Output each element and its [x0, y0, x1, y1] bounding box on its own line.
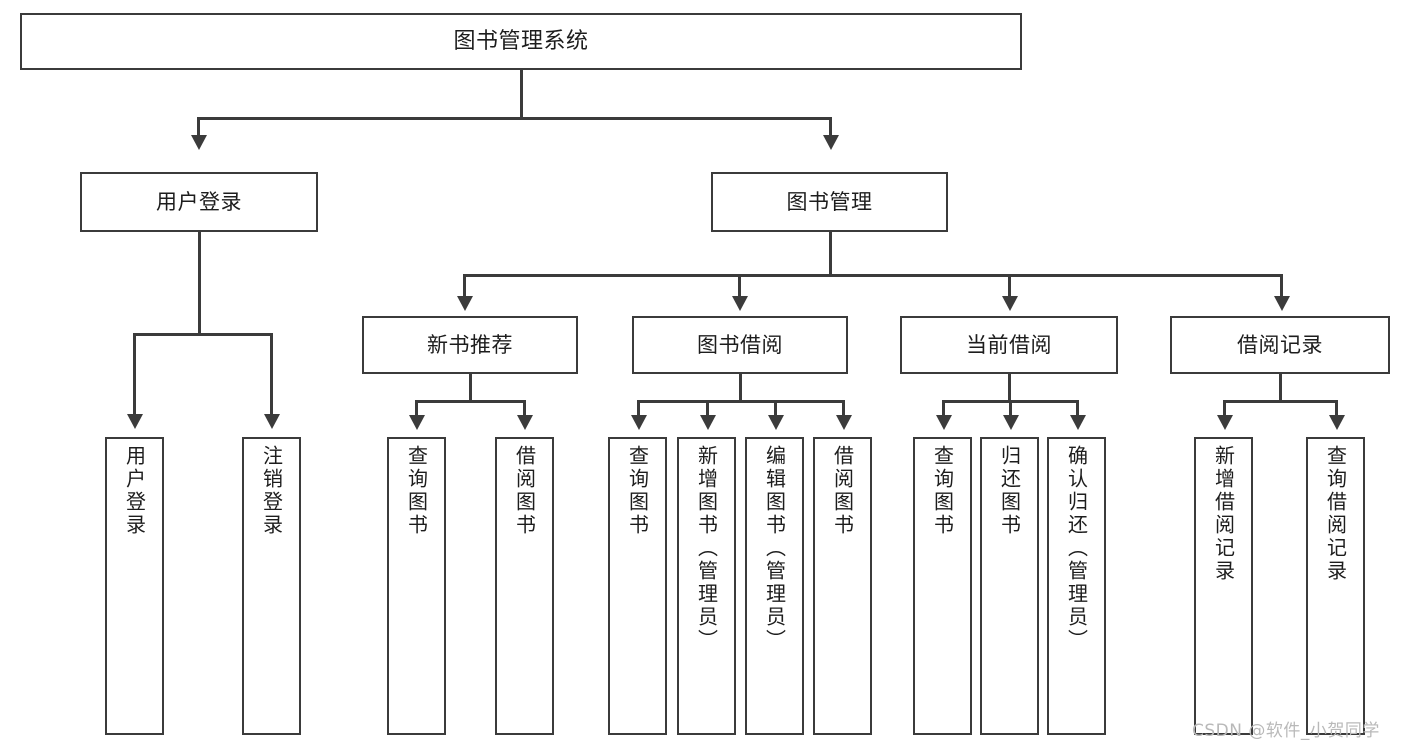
leaf-label: 编辑图书（管理员）	[762, 445, 787, 652]
edge-current-borrow-drop-2	[1009, 400, 1012, 420]
edge-level2-drop-book-management	[829, 117, 832, 141]
edge-borrow-record-stem	[1279, 374, 1282, 402]
node-current-borrow[interactable]: 当前借阅	[900, 316, 1118, 374]
leaf-book-borrow-edit-book[interactable]: 编辑图书（管理员）	[745, 437, 804, 735]
arrow-to-borrow-record	[1274, 296, 1290, 311]
node-user-login[interactable]: 用户登录	[80, 172, 318, 232]
edge-new-book-bus	[415, 400, 525, 403]
leaf-label: 用户登录	[122, 445, 147, 537]
node-label: 图书借阅	[697, 332, 783, 357]
leaf-current-borrow-confirm-return[interactable]: 确认归还（管理员）	[1047, 437, 1106, 735]
edge-level3-drop-new-book	[463, 274, 466, 301]
leaf-user-login[interactable]: 用户登录	[105, 437, 164, 735]
leaf-label: 查询借阅记录	[1323, 445, 1348, 583]
edge-borrow-record-drop-1	[1223, 400, 1226, 420]
node-label: 图书管理	[786, 189, 873, 214]
leaf-label: 新增图书（管理员）	[694, 445, 719, 652]
arrow-to-leaf-query-borrow-record	[1329, 415, 1345, 430]
leaf-borrow-record-add[interactable]: 新增借阅记录	[1194, 437, 1253, 735]
node-root-book-management-system[interactable]: 图书管理系统	[20, 13, 1022, 70]
arrow-to-leaf-user-login	[127, 414, 143, 429]
arrow-to-leaf-edit-book	[768, 415, 784, 430]
edge-current-borrow-stem	[1008, 374, 1011, 402]
leaf-book-borrow-add-book[interactable]: 新增图书（管理员）	[677, 437, 736, 735]
arrow-to-leaf-query-book-current	[936, 415, 952, 430]
node-borrow-record[interactable]: 借阅记录	[1170, 316, 1390, 374]
arrow-to-leaf-confirm-return	[1070, 415, 1086, 430]
edge-level2-drop-user-login	[197, 117, 200, 141]
edge-level3-drop-book-borrow	[738, 274, 741, 301]
leaf-label: 借阅图书	[830, 445, 855, 537]
edge-user-login-drop-1	[133, 333, 136, 419]
edge-root-stem	[520, 70, 523, 118]
node-label: 借阅记录	[1237, 332, 1323, 357]
edge-borrow-record-bus	[1223, 400, 1337, 403]
edge-current-borrow-drop-3	[1076, 400, 1079, 420]
leaf-label: 归还图书	[997, 445, 1022, 537]
arrow-to-leaf-logout	[264, 414, 280, 429]
leaf-label: 查询图书	[930, 445, 955, 537]
edge-borrow-record-drop-2	[1335, 400, 1338, 420]
leaf-label: 查询图书	[404, 445, 429, 537]
leaf-logout[interactable]: 注销登录	[242, 437, 301, 735]
leaf-label: 查询图书	[625, 445, 650, 537]
edge-user-login-stem	[198, 232, 201, 335]
arrow-to-book-management	[823, 135, 839, 150]
edge-user-login-bus	[133, 333, 272, 336]
edge-book-borrow-drop-4	[842, 400, 845, 420]
edge-book-borrow-drop-1	[637, 400, 640, 420]
leaf-current-borrow-return-book[interactable]: 归还图书	[980, 437, 1039, 735]
leaf-book-borrow-borrow-book[interactable]: 借阅图书	[813, 437, 872, 735]
edge-new-book-stem	[469, 374, 472, 402]
leaf-label: 确认归还（管理员）	[1064, 445, 1089, 652]
edge-level3-drop-borrow-record	[1280, 274, 1283, 301]
edge-level2-bus	[197, 117, 831, 120]
arrow-to-leaf-query-book-new	[409, 415, 425, 430]
leaf-label: 新增借阅记录	[1211, 445, 1236, 583]
arrow-to-leaf-add-borrow-record	[1217, 415, 1233, 430]
node-book-management[interactable]: 图书管理	[711, 172, 948, 232]
leaf-book-borrow-query-book[interactable]: 查询图书	[608, 437, 667, 735]
edge-book-borrow-drop-3	[774, 400, 777, 420]
edge-new-book-drop-2	[523, 400, 526, 420]
leaf-current-borrow-query-book[interactable]: 查询图书	[913, 437, 972, 735]
arrow-to-leaf-borrow-book-new	[517, 415, 533, 430]
arrow-to-current-borrow	[1002, 296, 1018, 311]
arrow-to-user-login	[191, 135, 207, 150]
node-label: 当前借阅	[966, 332, 1052, 357]
arrow-to-book-borrow	[732, 296, 748, 311]
node-label: 新书推荐	[427, 332, 513, 357]
arrow-to-leaf-query-book-borrow	[631, 415, 647, 430]
node-label: 图书管理系统	[453, 28, 589, 54]
leaf-label: 借阅图书	[512, 445, 537, 537]
edge-book-borrow-bus	[637, 400, 844, 403]
edge-user-login-drop-2	[270, 333, 273, 419]
arrow-to-leaf-borrow-book	[836, 415, 852, 430]
leaf-new-book-borrow-book[interactable]: 借阅图书	[495, 437, 554, 735]
node-new-book-recommend[interactable]: 新书推荐	[362, 316, 578, 374]
edge-book-borrow-drop-2	[706, 400, 709, 420]
arrow-to-leaf-return-book	[1003, 415, 1019, 430]
leaf-borrow-record-query[interactable]: 查询借阅记录	[1306, 437, 1365, 735]
edge-level3-drop-current-borrow	[1008, 274, 1011, 301]
leaf-new-book-query-book[interactable]: 查询图书	[387, 437, 446, 735]
node-label: 用户登录	[156, 189, 242, 214]
edge-current-borrow-drop-1	[942, 400, 945, 420]
node-book-borrow[interactable]: 图书借阅	[632, 316, 848, 374]
edge-book-management-stem	[829, 232, 832, 276]
arrow-to-leaf-add-book	[700, 415, 716, 430]
leaf-label: 注销登录	[259, 445, 284, 537]
edge-level3-bus	[463, 274, 1282, 277]
arrow-to-new-book-recommend	[457, 296, 473, 311]
edge-book-borrow-stem	[739, 374, 742, 402]
edge-new-book-drop-1	[415, 400, 418, 420]
